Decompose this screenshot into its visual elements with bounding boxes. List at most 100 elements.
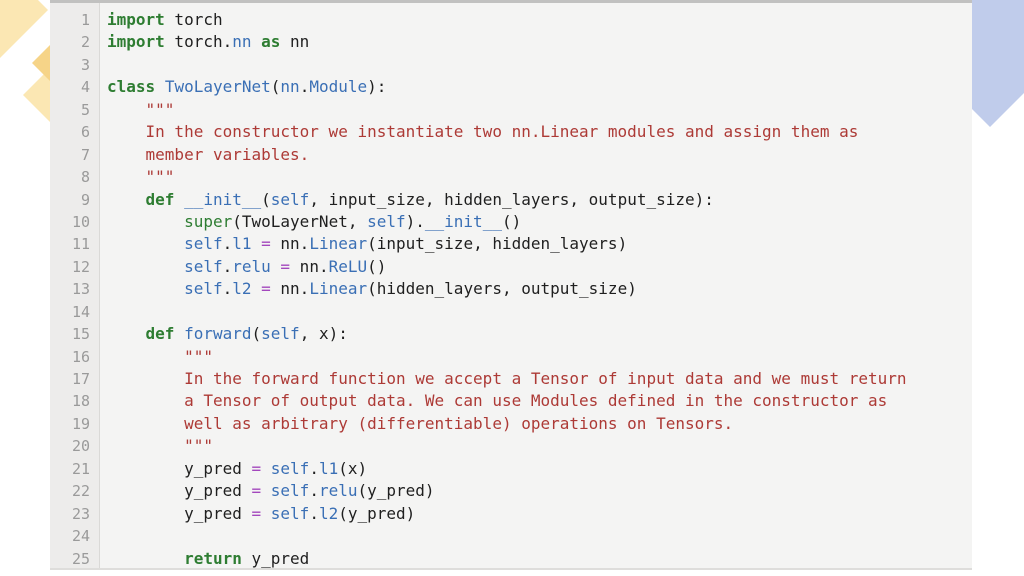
code-token: nn. [290, 256, 329, 276]
line-number: 17 [71, 370, 90, 388]
line-number: 14 [71, 302, 90, 321]
code-token: nn. [270, 279, 310, 299]
code-token: self [261, 324, 300, 344]
code-token: """ [145, 167, 175, 187]
code-token: relu [232, 256, 271, 276]
code-token: l2 [318, 503, 339, 523]
code-token: = [251, 503, 262, 523]
code-token: ). [405, 211, 425, 231]
code-token: . [309, 481, 319, 501]
code-line: self.l1 = nn.Linear(input_size, hidden_l… [107, 233, 972, 255]
line-number: 4 [80, 78, 90, 97]
code-token: . [309, 503, 319, 523]
code-line: super(TwoLayerNet, self).__init__() [107, 211, 972, 233]
code-token: self [184, 234, 223, 254]
line-number: 5 [80, 100, 90, 119]
code-token [261, 459, 271, 478]
code-token: __init__ [424, 211, 502, 231]
line-number: 6 [80, 123, 90, 142]
code-token: (input_size, hidden_layers) [367, 234, 628, 254]
code-line: """ [107, 166, 972, 188]
code-token: """ [145, 99, 175, 119]
code-token [174, 190, 184, 209]
code-token: return [184, 548, 242, 568]
code-token: nn. [270, 234, 310, 254]
code-line: self.relu = nn.ReLU() [107, 256, 972, 278]
code-token: l1 [232, 234, 252, 254]
code-token: . [222, 256, 233, 276]
code-token: (x) [338, 458, 368, 478]
line-number: 15 [71, 325, 90, 344]
line-number: 12 [71, 257, 90, 276]
code-token: , input_size, hidden_layers, output_size… [309, 189, 714, 209]
code-line: y_pred = self.relu(y_pred) [107, 480, 972, 502]
code-token: l2 [232, 279, 252, 299]
code-token: = [261, 234, 271, 254]
code-line: member variables. [107, 144, 972, 166]
code-token: TwoLayerNet [164, 77, 271, 97]
code-token: torch. [164, 32, 233, 52]
line-number: 11 [71, 235, 90, 254]
code-token: ( [270, 77, 281, 97]
code-line: return y_pred [107, 548, 972, 569]
code-token: import [107, 32, 165, 52]
code-line: well as arbitrary (differentiable) opera… [107, 413, 972, 435]
line-number: 2 [80, 33, 90, 52]
line-number: 19 [71, 414, 90, 433]
line-number: 9 [80, 190, 90, 209]
code-token: (hidden_layers, output_size) [367, 279, 637, 299]
left-large-diamond [0, 0, 48, 58]
line-number: 1 [80, 11, 90, 29]
code-line: """ [107, 346, 972, 368]
line-number: 25 [71, 549, 90, 568]
line-number: 18 [71, 392, 90, 411]
code-token: a Tensor of output data. We can use Modu… [184, 391, 888, 411]
code-line [107, 525, 972, 547]
code-token: (TwoLayerNet, [232, 211, 368, 231]
code-line: In the forward function we accept a Tens… [107, 368, 972, 390]
code-line: def forward(self, x): [107, 323, 972, 345]
code-line: a Tensor of output data. We can use Modu… [107, 390, 972, 412]
code-token: __init__ [184, 189, 262, 209]
code-line: def __init__(self, input_size, hidden_la… [107, 189, 972, 211]
code-token: well as arbitrary (differentiable) opera… [184, 413, 734, 433]
code-token: ( [251, 324, 262, 344]
code-token [261, 481, 271, 500]
code-token [261, 504, 271, 523]
line-number: 3 [80, 55, 90, 74]
code-line: import torch.nn as nn [107, 31, 972, 53]
code-token: self [270, 481, 310, 501]
code-token: y_pred [241, 548, 310, 568]
code-token: . [222, 234, 233, 254]
code-token: def [145, 189, 175, 209]
code-token: """ [184, 346, 213, 366]
code-token: = [261, 279, 271, 299]
code-token: (y_pred) [357, 481, 435, 501]
code-token: . [299, 77, 310, 97]
code-token: (y_pred) [338, 503, 416, 523]
code-token: nn [280, 32, 310, 52]
code-token: y_pred [184, 458, 252, 478]
line-number: 8 [80, 168, 90, 187]
code-token: self [270, 458, 310, 478]
code-token: nn [232, 32, 252, 52]
line-number: 16 [71, 347, 90, 366]
code-token: . [222, 279, 233, 299]
code-token: self [270, 189, 310, 209]
code-token: member variables. [145, 144, 310, 164]
code-token: Linear [309, 279, 368, 299]
code-token: . [309, 458, 319, 478]
code-token: self [367, 211, 406, 231]
code-token: y_pred [184, 503, 252, 523]
line-number: 22 [71, 482, 90, 501]
code-line [107, 54, 972, 76]
code-token: = [251, 481, 262, 501]
code-token: self [184, 256, 223, 276]
code-token: self [184, 279, 223, 299]
code-token [155, 77, 165, 96]
code-token: () [501, 211, 522, 231]
